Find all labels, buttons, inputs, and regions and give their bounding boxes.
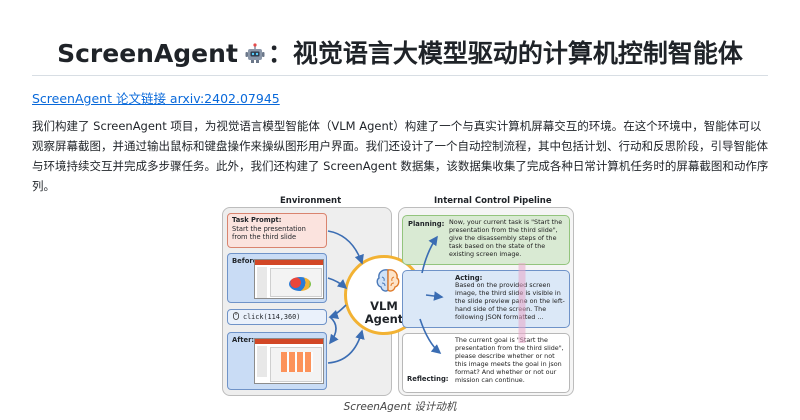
action-text: click(114,360) bbox=[243, 313, 301, 321]
after-screenshot bbox=[254, 338, 324, 384]
action-box: click(114,360) bbox=[227, 309, 327, 325]
reflecting-text: The current goal is "Start the presentat… bbox=[455, 336, 564, 384]
arrow-agent-to-action bbox=[328, 304, 347, 320]
paper-link[interactable]: ScreenAgent 论文链接 arxiv:2402.07945 bbox=[32, 91, 280, 106]
arrow-action-to-after bbox=[329, 316, 339, 345]
environment-heading: Environment bbox=[280, 196, 342, 206]
arrow-before-to-agent bbox=[327, 277, 348, 290]
task-prompt-text: Start the presentation from the third sl… bbox=[232, 224, 306, 242]
arrow-agent-to-planning bbox=[421, 235, 438, 274]
arrow-task-to-agent bbox=[327, 230, 364, 265]
robot-icon bbox=[244, 42, 266, 71]
task-prompt-label: Task Prompt: bbox=[232, 216, 282, 224]
after-label: After: bbox=[232, 336, 255, 344]
mouse-icon bbox=[232, 311, 240, 325]
title-divider bbox=[32, 75, 768, 76]
arrow-after-to-agent bbox=[327, 329, 365, 364]
intro-paragraph: 我们构建了 ScreenAgent 项目，为视觉语言模型智能体（VLM Agen… bbox=[32, 119, 769, 193]
task-prompt-box: Task Prompt: Start the presentation from… bbox=[227, 213, 327, 248]
after-screen-box: After: bbox=[227, 332, 327, 390]
planning-label: Planning: bbox=[408, 220, 445, 228]
arrow-agent-to-reflecting bbox=[419, 318, 442, 355]
planning-text: Now, your current task is "Start the pre… bbox=[449, 218, 563, 258]
pipeline-heading: Internal Control Pipeline bbox=[434, 196, 552, 206]
agent-name-line2: Agent bbox=[364, 312, 404, 326]
brain-icon bbox=[373, 266, 403, 300]
before-screenshot bbox=[254, 259, 324, 299]
reflecting-label: Reflecting: bbox=[407, 375, 449, 383]
page-title: ScreenAgent ：视觉语言大模型驱动的计算机控制智能体 bbox=[0, 34, 800, 71]
design-figure: Environment Internal Control Pipeline Ta… bbox=[222, 193, 574, 397]
reflecting-box: Reflecting: The current goal is "Start t… bbox=[402, 333, 570, 393]
arrow-agent-to-acting bbox=[425, 291, 444, 301]
title-prefix: ScreenAgent bbox=[57, 39, 238, 68]
agent-name-line1: VLM bbox=[370, 299, 398, 313]
figure-caption: ScreenAgent 设计动机 bbox=[343, 401, 457, 413]
agent-name: VLM Agent bbox=[347, 300, 421, 326]
acting-box: Acting: Based on the provided screen ima… bbox=[402, 270, 570, 328]
flow-arrows bbox=[327, 230, 526, 364]
before-label: Before: bbox=[232, 257, 261, 265]
title-suffix: ：视觉语言大模型驱动的计算机控制智能体 bbox=[267, 39, 743, 68]
acting-label: Acting: bbox=[455, 274, 483, 282]
acting-text: Based on the provided screen image, the … bbox=[455, 281, 565, 321]
before-screen-box: Before: bbox=[227, 253, 327, 303]
